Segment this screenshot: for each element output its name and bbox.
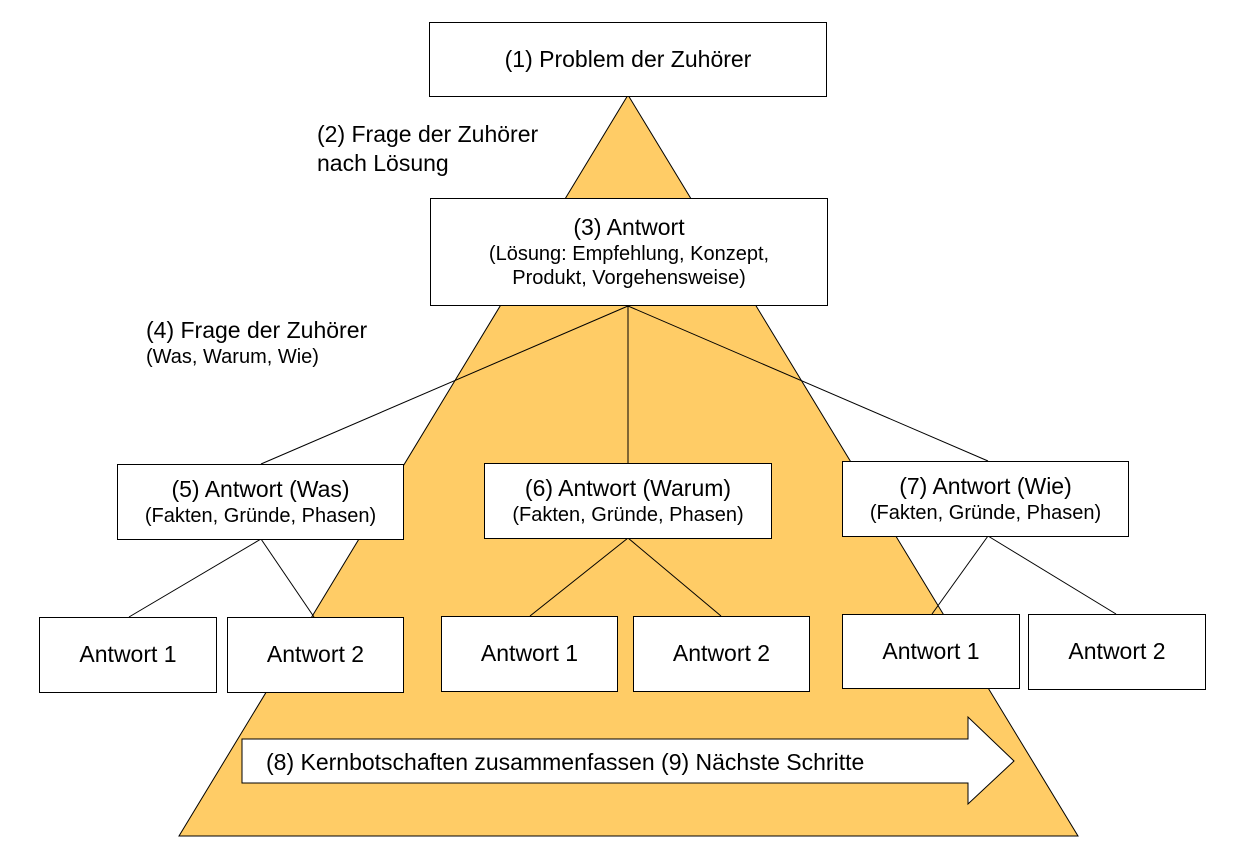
leaf-was-2: Antwort 2 bbox=[227, 617, 404, 693]
answer-box: (3) Antwort (Lösung: Empfehlung, Konzept… bbox=[430, 198, 828, 306]
leaf-wie-2: Antwort 2 bbox=[1028, 614, 1206, 690]
question-solution-line2: nach Lösung bbox=[317, 150, 449, 177]
leaf-label: Antwort 1 bbox=[79, 641, 177, 668]
answer-warum-title: (6) Antwort (Warum) bbox=[524, 475, 732, 502]
answer-wie-title: (7) Antwort (Wie) bbox=[899, 473, 1072, 500]
answer-warum-box: (6) Antwort (Warum) (Fakten, Gründe, Pha… bbox=[484, 463, 772, 539]
leaf-warum-1: Antwort 1 bbox=[441, 616, 618, 692]
connector-6-leaf1 bbox=[529, 537, 629, 617]
answer-wie-box: (7) Antwort (Wie) (Fakten, Gründe, Phase… bbox=[842, 461, 1129, 537]
leaf-label: Antwort 1 bbox=[882, 637, 980, 664]
answer-detail-line2: Produkt, Vorgehensweise) bbox=[512, 266, 746, 289]
connector-5-leaf2 bbox=[260, 538, 315, 618]
answer-wie-subtitle: (Fakten, Gründe, Phasen) bbox=[869, 501, 1102, 524]
question-solution-line1: (2) Frage der Zuhörer bbox=[317, 121, 539, 147]
answer-was-title: (5) Antwort (Was) bbox=[171, 476, 350, 503]
leaf-was-1: Antwort 1 bbox=[39, 617, 217, 693]
question-audience-title: (4) Frage der Zuhörer bbox=[146, 317, 368, 343]
answer-was-subtitle: (Fakten, Gründe, Phasen) bbox=[144, 504, 377, 527]
summary-arrow-shape bbox=[241, 715, 1015, 806]
question-solution-label: (2) Frage der Zuhörer nach Lösung bbox=[317, 120, 538, 179]
leaf-wie-1: Antwort 1 bbox=[842, 614, 1020, 689]
question-audience-subtitle: (Was, Warum, Wie) bbox=[146, 346, 319, 369]
connector-3-7 bbox=[627, 305, 989, 462]
problem-title: (1) Problem der Zuhörer bbox=[504, 45, 752, 72]
question-audience-label: (4) Frage der Zuhörer (Was, Warum, Wie) bbox=[146, 316, 367, 371]
answer-was-box: (5) Antwort (Was) (Fakten, Gründe, Phase… bbox=[117, 464, 404, 540]
leaf-label: Antwort 1 bbox=[480, 640, 579, 667]
answer-detail-line1: (Lösung: Empfehlung, Konzept, bbox=[488, 242, 770, 265]
leaf-warum-2: Antwort 2 bbox=[633, 616, 810, 692]
connector-3-5 bbox=[260, 305, 629, 465]
connector-5-leaf1 bbox=[128, 538, 262, 618]
answer-title: (3) Antwort bbox=[573, 214, 685, 241]
leaf-label: Antwort 2 bbox=[1068, 638, 1166, 665]
connector-7-leaf2 bbox=[987, 535, 1117, 615]
summary-arrow-label: (8) Kernbotschaften zusammenfassen (9) N… bbox=[244, 740, 984, 784]
answer-warum-subtitle: (Fakten, Gründe, Phasen) bbox=[512, 503, 744, 526]
leaf-label: Antwort 2 bbox=[266, 641, 365, 668]
leaf-label: Antwort 2 bbox=[672, 640, 771, 667]
problem-box: (1) Problem der Zuhörer bbox=[429, 22, 827, 97]
connector-7-leaf1 bbox=[931, 535, 989, 615]
summary-arrow-text: (8) Kernbotschaften zusammenfassen (9) N… bbox=[266, 748, 865, 775]
connector-6-leaf2 bbox=[627, 537, 722, 617]
